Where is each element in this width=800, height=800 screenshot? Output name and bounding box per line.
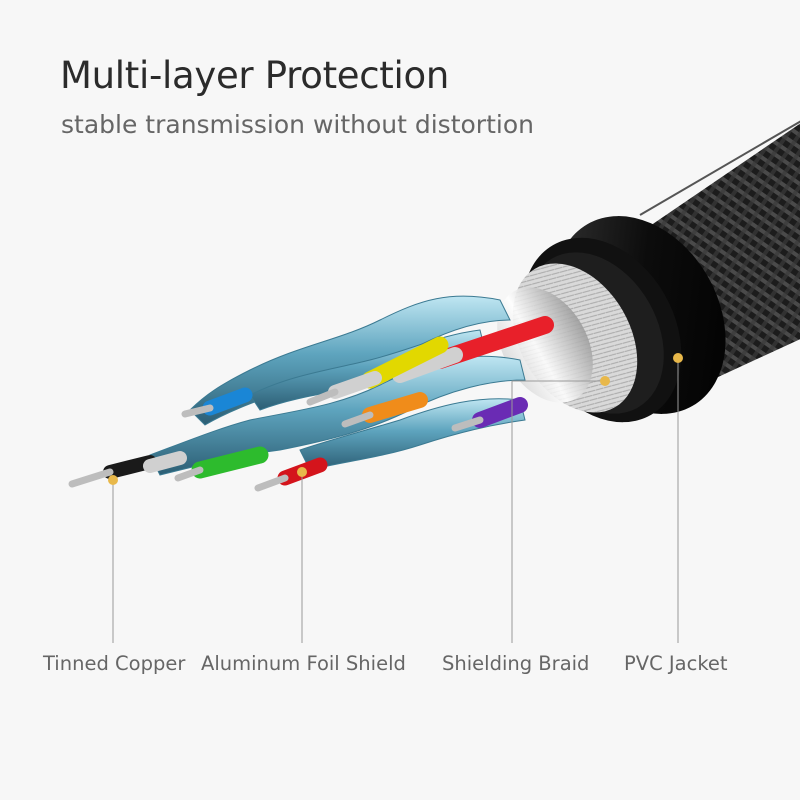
label-shielding-braid: Shielding Braid: [442, 652, 590, 675]
label-tinned-copper: Tinned Copper: [43, 652, 186, 675]
label-aluminum-foil-shield: Aluminum Foil Shield: [201, 652, 406, 675]
page-title: Multi-layer Protection: [60, 54, 449, 97]
label-pvc-jacket: PVC Jacket: [624, 652, 728, 675]
callout-lines: [112, 358, 679, 643]
tinned-copper-conductors: [68, 388, 484, 492]
aluminum-foil-shield: [149, 295, 526, 476]
callout-dots: [108, 353, 683, 485]
page-subtitle: stable transmission without distortion: [61, 110, 534, 139]
